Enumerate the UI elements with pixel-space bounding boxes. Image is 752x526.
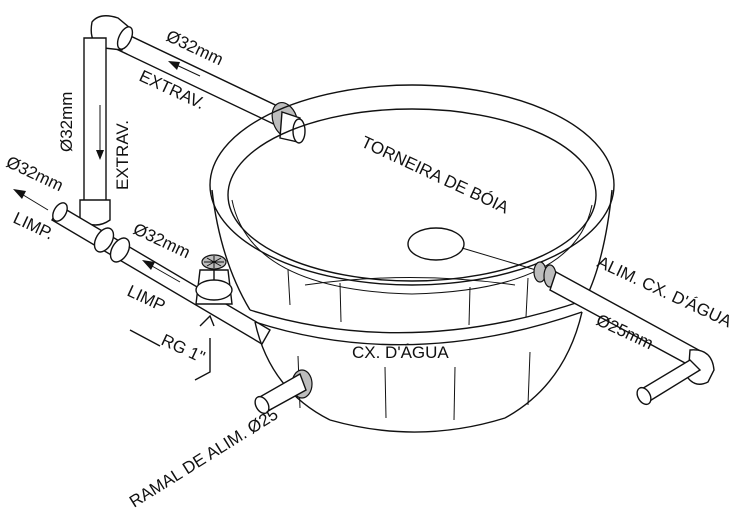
clean-left-label: LIMP. [10,208,56,243]
valve-label: RG 1" [158,330,207,367]
branch-pipe [254,369,313,415]
clean-label: LIMP [124,281,168,315]
flow-arrows [13,61,201,283]
valve-marker [129,314,215,381]
float-valve [407,227,557,288]
overflow-vert-diam-label: Ø32mm [57,92,76,152]
overflow-vert-label: EXTRAV. [113,120,132,190]
supply-pipe [549,270,715,406]
branch-label: RAMAL DE ALIM. Ø25 [126,404,281,511]
labels: Ø32mm EXTRAV. Ø32mm EXTRAV. Ø32mm LIMP. … [3,26,735,511]
tank-label: CX. D'ÁGUA [352,343,449,362]
float-valve-label: TORNEIRA DE BÓIA [358,132,512,217]
overflow-vertical-pipe [79,37,111,226]
cleaning-pipe [51,202,271,345]
clean-diam-left-label: Ø32mm [3,152,66,195]
overflow-pipe [90,15,306,144]
water-tank [209,84,615,433]
